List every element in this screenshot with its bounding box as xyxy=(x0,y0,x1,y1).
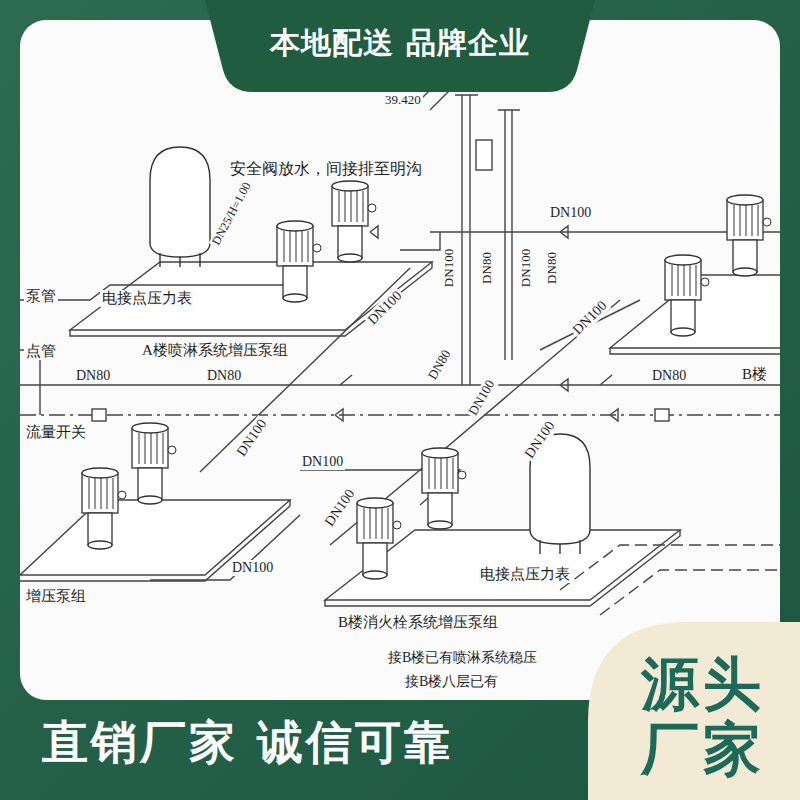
pipe-label: 增压泵组 xyxy=(24,588,88,605)
pipe-label: DN100 xyxy=(300,454,345,470)
pipe-label: DN80 xyxy=(480,250,495,286)
top-banner-text: 本地配送 品牌企业 xyxy=(270,26,529,60)
pipe-label: DN80 xyxy=(545,250,560,286)
pipe-label: DN100 xyxy=(519,247,534,289)
pipe-label: 泵管 xyxy=(24,288,58,305)
pipe-label: 流量开关 xyxy=(24,424,88,441)
pipe-label: B楼消火栓系统增压泵组 xyxy=(336,614,500,631)
pipe-label: DN80 xyxy=(74,368,112,384)
pipe-label: 接B楼已有喷淋系统稳压 xyxy=(386,650,539,666)
pipe-label: A楼喷淋系统增压泵组 xyxy=(140,342,290,359)
pipe-label: 电接点压力表 xyxy=(478,566,572,583)
slogan-text: 直销厂家 诚信可靠 xyxy=(40,716,455,769)
pipe-label: DN80 xyxy=(205,368,243,384)
pipe-label: 点管 xyxy=(24,343,58,360)
badge: 源头 厂家 xyxy=(588,622,800,800)
pipe-label: B楼 xyxy=(740,366,769,383)
pipe-label: DN100 xyxy=(230,560,275,576)
pipe-label: 接B楼八层已有 xyxy=(403,674,500,690)
pipe-label: DN80 xyxy=(650,368,688,384)
pipe-label: 安全阀放水，间接排至明沟 xyxy=(228,160,424,178)
pipe-label: DN100 xyxy=(442,247,457,289)
top-banner: 本地配送 品牌企业 xyxy=(205,0,595,92)
pipe-label: DN100 xyxy=(548,205,593,221)
badge-text: 源头 厂家 xyxy=(636,652,769,782)
pipe-label: 电接点压力表 xyxy=(100,290,194,307)
pipe-label: 39.420 xyxy=(383,93,423,108)
